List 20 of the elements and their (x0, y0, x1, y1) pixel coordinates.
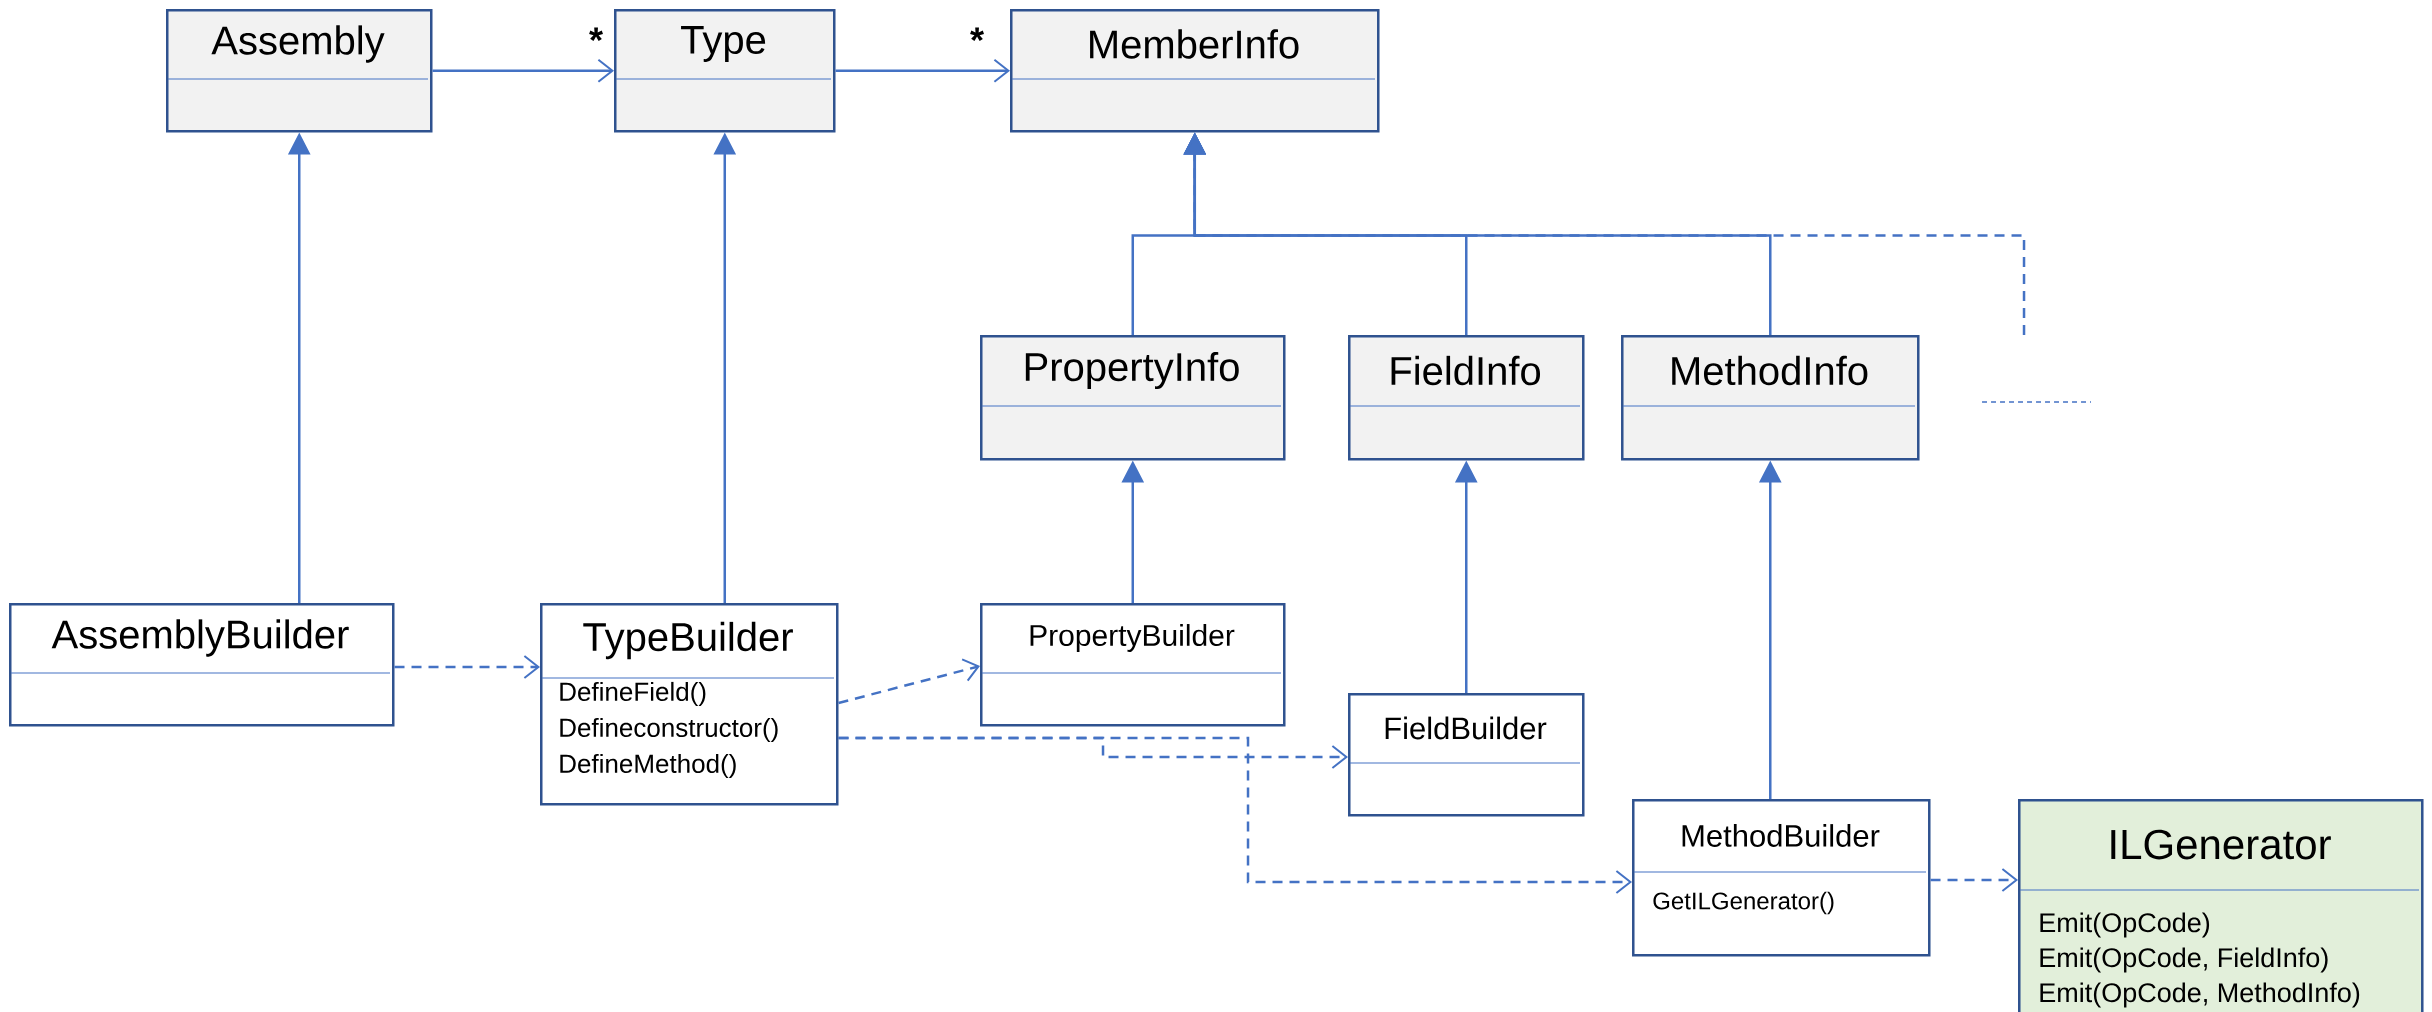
class-box: Type (614, 9, 836, 133)
class-box: MemberInfo (1010, 9, 1380, 133)
class-box: PropertyInfo (980, 335, 1286, 461)
connector-arrow (1930, 868, 2019, 892)
class-box: AssemblyBuilder (9, 603, 395, 727)
connector-arrow (835, 58, 1010, 83)
connector-arrow (838, 736, 1633, 894)
class-box: FieldInfo (1348, 335, 1585, 461)
class-box: PropertyBuilder (980, 603, 1286, 727)
class-box: MethodInfo (1621, 335, 1920, 461)
multiplicity-label: * (970, 27, 984, 41)
connector-arrow (394, 655, 540, 679)
connector-arrow (432, 58, 614, 83)
class-box: FieldBuilder (1348, 693, 1585, 817)
connector-arrow (838, 658, 980, 705)
class-box: Assembly (166, 9, 433, 133)
multiplicity-label: * (589, 27, 603, 41)
class-box: MethodBuilder GetILGenerator() (1632, 799, 1931, 957)
class-box: ILGenerator Emit(OpCode) Emit(OpCode, FieldInfo) Emit(OpCode, MethodInfo) (2018, 799, 2424, 1012)
class-box: TypeBuilder DefineField() Defineconstructor() DefineMethod() (540, 603, 839, 806)
